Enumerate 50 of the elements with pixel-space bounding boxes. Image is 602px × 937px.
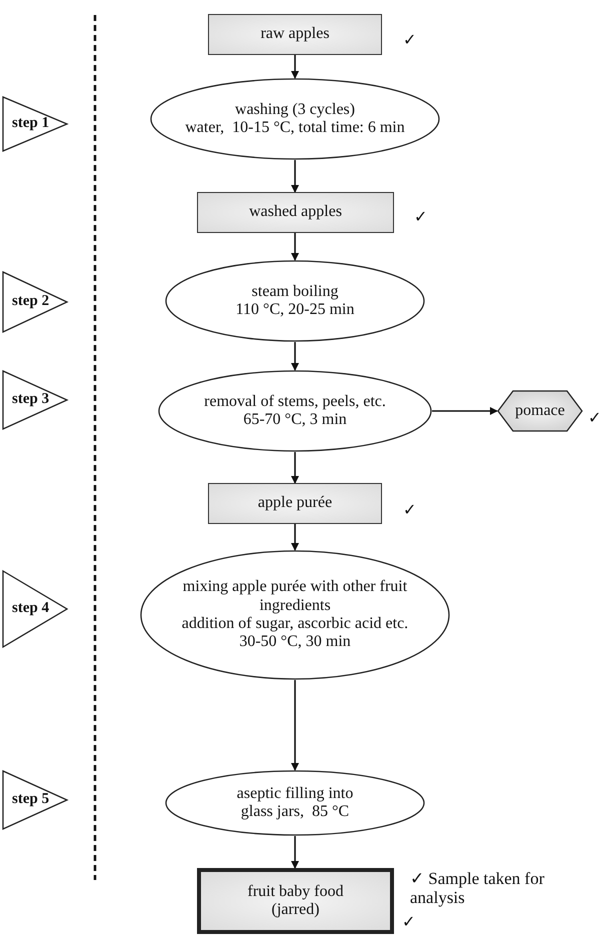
process-box xyxy=(208,483,382,524)
arrow xyxy=(291,55,299,79)
node-label: 30-50 °C, 30 min xyxy=(239,633,351,652)
step-marker xyxy=(2,370,68,430)
checkmark: ✓ xyxy=(403,501,416,520)
arrow xyxy=(291,680,299,771)
checkmark: ✓ xyxy=(414,208,427,227)
arrow xyxy=(291,233,299,261)
arrow xyxy=(291,524,299,551)
product-box xyxy=(197,868,394,934)
checkmark: ✓ xyxy=(403,31,416,50)
node-label: glass jars, 85 °C xyxy=(240,803,350,822)
node-label: washing (3 cycles) xyxy=(235,100,355,119)
process-ellipse xyxy=(165,260,425,342)
process-box xyxy=(208,14,382,55)
node-label: washed apples xyxy=(249,203,342,222)
process-ellipse xyxy=(165,770,425,836)
node-label: 65-70 °C, 3 min xyxy=(243,411,347,430)
arrow xyxy=(291,452,299,484)
node-label: step 4 xyxy=(12,600,50,618)
node-label: step 5 xyxy=(12,791,50,809)
arrow xyxy=(291,836,299,869)
node-label: water, 10-15 °C, total time: 6 min xyxy=(185,119,405,138)
note-text: ✓ Sample taken for analysis xyxy=(410,870,546,908)
node-label: raw apples xyxy=(260,25,330,44)
node-label: apple purée xyxy=(258,494,332,513)
checkmark: ✓ xyxy=(588,409,601,428)
step-marker xyxy=(2,770,68,830)
byproduct-hexagon xyxy=(497,390,583,432)
node-label: pomace xyxy=(515,402,565,420)
node-label: 110 °C, 20-25 min xyxy=(236,301,354,320)
node-label: aseptic filling into xyxy=(236,784,354,803)
arrow xyxy=(291,160,299,193)
process-ellipse xyxy=(150,78,440,160)
arrow xyxy=(432,407,498,415)
step-marker xyxy=(2,96,68,152)
process-ellipse xyxy=(158,370,432,452)
node-label: step 3 xyxy=(12,391,50,409)
node-label: step 1 xyxy=(12,115,50,133)
arrow xyxy=(291,342,299,371)
node-label: steam boiling xyxy=(252,282,338,301)
node-label: addition of sugar, ascorbic acid etc. xyxy=(182,615,408,634)
step-marker xyxy=(2,271,68,333)
node-label: removal of stems, peels, etc. xyxy=(204,392,386,411)
node-label: fruit baby food (jarred) xyxy=(246,882,344,920)
step-marker xyxy=(2,570,68,648)
process-ellipse xyxy=(140,550,450,680)
checkmark: ✓ xyxy=(402,913,415,932)
process-box xyxy=(197,192,394,233)
node-label: step 2 xyxy=(12,293,50,311)
